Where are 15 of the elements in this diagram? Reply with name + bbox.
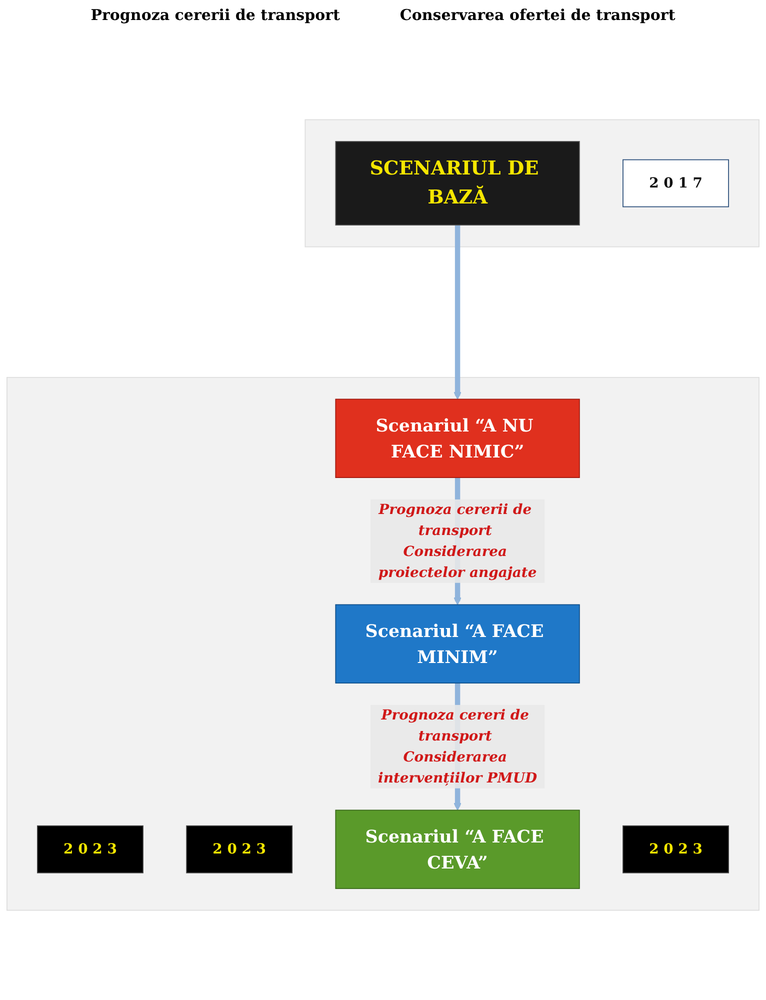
node-box: 2 0 1 7 (622, 159, 729, 208)
arrow (454, 225, 462, 400)
edge-label: Prognoza cererii de transport Considerarea proiectelor angajate (378, 501, 537, 580)
node-box: 2 0 2 3 (37, 825, 144, 874)
node-box: SCENARIUL DE BAZĂ (335, 141, 580, 226)
node-box: Scenariul “A FACE CEVA” (335, 810, 580, 889)
edge-label: Prognoza cereri de transport Considerarea intervențiilor PMUD (378, 706, 538, 786)
arrow-caption: Conservarea ofertei de transport (400, 6, 676, 24)
node-box: Scenariul “A NU FACE NIMIC” (335, 398, 580, 478)
cluster (304, 119, 760, 248)
cluster (6, 377, 760, 911)
arrow-caption: Prognoza cererii de transport (90, 6, 340, 24)
node-box: 2 0 2 3 (186, 825, 293, 874)
node-box: 2 0 2 3 (622, 825, 729, 874)
node-box: Scenariul “A FACE MINIM” (335, 604, 580, 684)
